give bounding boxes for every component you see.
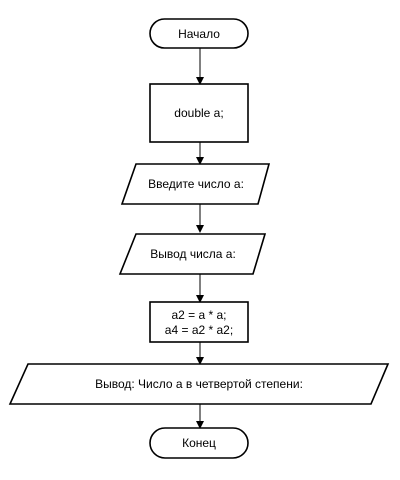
compute-line1: a2 = a * a; bbox=[171, 308, 226, 322]
compute-process: a2 = a * a; a4 = a2 * a2; bbox=[149, 301, 249, 343]
start-terminator: Начало bbox=[149, 18, 249, 49]
end-label: Конец bbox=[182, 436, 216, 450]
read-io: Вывод числа a: bbox=[118, 233, 267, 275]
compute-line2: a4 = a2 * a2; bbox=[165, 323, 233, 337]
declare-label: double a; bbox=[174, 106, 223, 120]
prompt-label: Введите число a: bbox=[148, 177, 244, 191]
read-label: Вывод числа a: bbox=[150, 247, 236, 261]
output-io: Вывод: Число а в четвертой степени: bbox=[8, 363, 390, 405]
output-label: Вывод: Число а в четвертой степени: bbox=[95, 377, 303, 391]
prompt-io: Введите число a: bbox=[120, 163, 271, 205]
declare-process: double a; bbox=[149, 83, 249, 143]
end-terminator: Конец bbox=[149, 427, 249, 459]
start-label: Начало bbox=[178, 27, 220, 41]
